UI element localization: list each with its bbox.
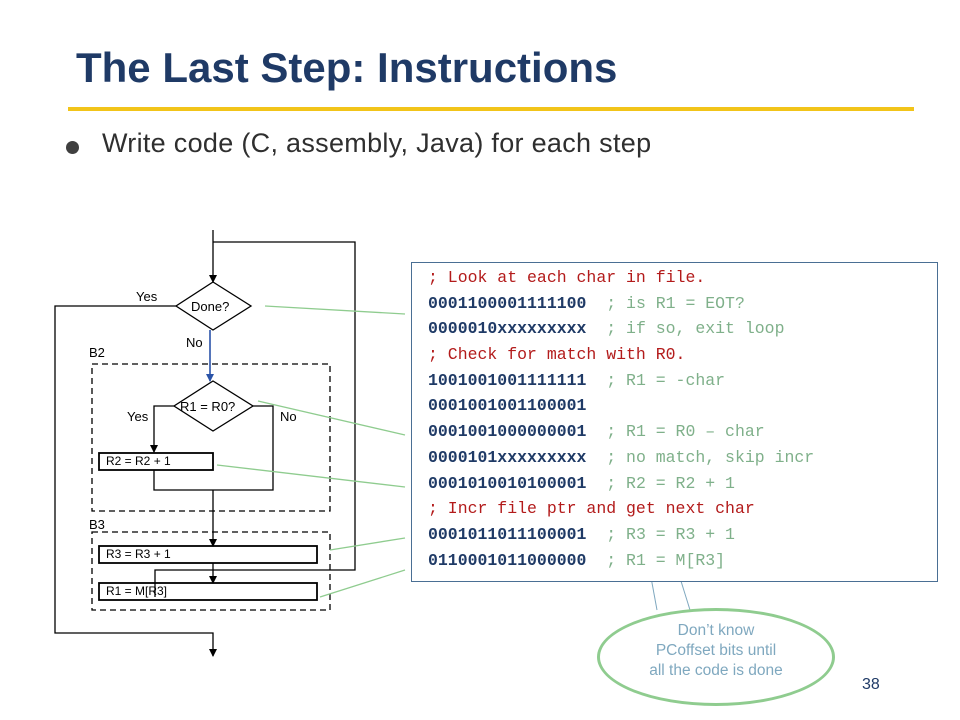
code-line: ; Check for match with R0. [428,342,937,368]
bullet-dot-icon [66,141,79,154]
code-listing: ; Look at each char in file. 00011000011… [411,262,938,582]
r2-down-line [153,470,213,491]
done-diamond [174,281,253,331]
code-bits: 0001010010100001 [428,473,587,493]
load-label: R1 = M[R3] [106,584,168,598]
callout-bubble [597,608,835,706]
block-b2-label: B2 [89,345,105,360]
callout-line-2: PCoffset bits until [655,642,777,659]
code-line: 0001001000000001 ; R1 = R0 – char [428,419,937,445]
code-annotation: ; if so, exit loop [586,319,785,339]
r2-increment-label: R2 = R2 + 1 [106,454,171,468]
bullet-text: Write code (C, assembly, Java) for each … [102,128,652,158]
code-comment: ; Incr file ptr and get next char [428,499,755,519]
code-bits: 0000010xxxxxxxxx [428,319,587,339]
r2-increment-box [98,452,214,471]
callout-line-1: Don’t know [677,622,755,639]
code-annotation: ; R1 = M[R3] [586,550,726,570]
code-annotation: ; is R1 = EOT? [586,293,745,313]
block-b3-label: B3 [89,517,105,532]
code-bits: 0110001011000000 [428,550,587,570]
block-b2 [91,363,331,512]
code-line: 0110001011000000 ; R1 = M[R3] [428,548,937,574]
code-line: 1001001001111111 ; R1 = -char [428,368,937,394]
code-bits: 0001100001111100 [428,293,587,313]
code-bits: 0000101xxxxxxxxx [428,447,587,467]
callout-text: Don’t know PCoffset bits until all the c… [597,621,835,681]
code-bits: 0001011011100001 [428,524,587,544]
code-line: 0001011011100001 ; R3 = R3 + 1 [428,522,937,548]
connector-done [264,305,406,315]
code-line: 0001100001111100 ; is R1 = EOT? [428,291,937,317]
connector-r3 [329,537,406,551]
compare-no-line [213,405,274,491]
block-b3 [91,531,331,611]
code-comment: ; Look at each char in file. [428,268,706,287]
code-line: 0001010010100001 ; R2 = R2 + 1 [428,471,937,497]
compare-yes-line [150,405,174,453]
code-line: 0000010xxxxxxxxx ; if so, exit loop [428,316,937,342]
r3-increment-label: R3 = R3 + 1 [106,547,171,561]
code-bits: 0001001001100001 [428,396,587,416]
code-annotation: ; R1 = R0 – char [586,422,765,442]
connector-load [319,569,406,598]
code-line: ; Incr file ptr and get next char [428,496,937,522]
done-label: Done? [191,299,230,314]
loop-back-line [154,241,356,597]
done-no-label: No [186,335,203,350]
compare-diamond [172,380,255,432]
code-line: 0000101xxxxxxxxx ; no match, skip incr [428,445,937,471]
code-annotation: ; no match, skip incr [586,447,815,467]
title-underline [68,107,914,111]
code-bits: 1001001001111111 [428,370,587,390]
exit-line [54,305,217,657]
code-line: ; Look at each char in file. [428,265,937,291]
compare-label: R1 = R0? [180,399,236,414]
compare-no-label: No [280,409,297,424]
code-annotation: ; R2 = R2 + 1 [586,473,735,493]
connector-r2 [216,464,406,488]
code-annotation: ; R3 = R3 + 1 [586,524,735,544]
page-number: 38 [862,676,880,693]
slide-title: The Last Step: Instructions [76,44,618,91]
code-annotation: ; R1 = -char [586,370,726,390]
done-yes-label: Yes [136,289,158,304]
code-line: 0001001001100001 [428,393,937,419]
code-bits: 0001001000000001 [428,422,587,442]
compare-yes-label: Yes [127,409,149,424]
code-comment: ; Check for match with R0. [428,345,686,365]
load-box [98,582,318,601]
connector-compare [257,400,406,436]
r3-increment-box [98,545,318,564]
callout-line-3: all the code is done [649,662,783,679]
